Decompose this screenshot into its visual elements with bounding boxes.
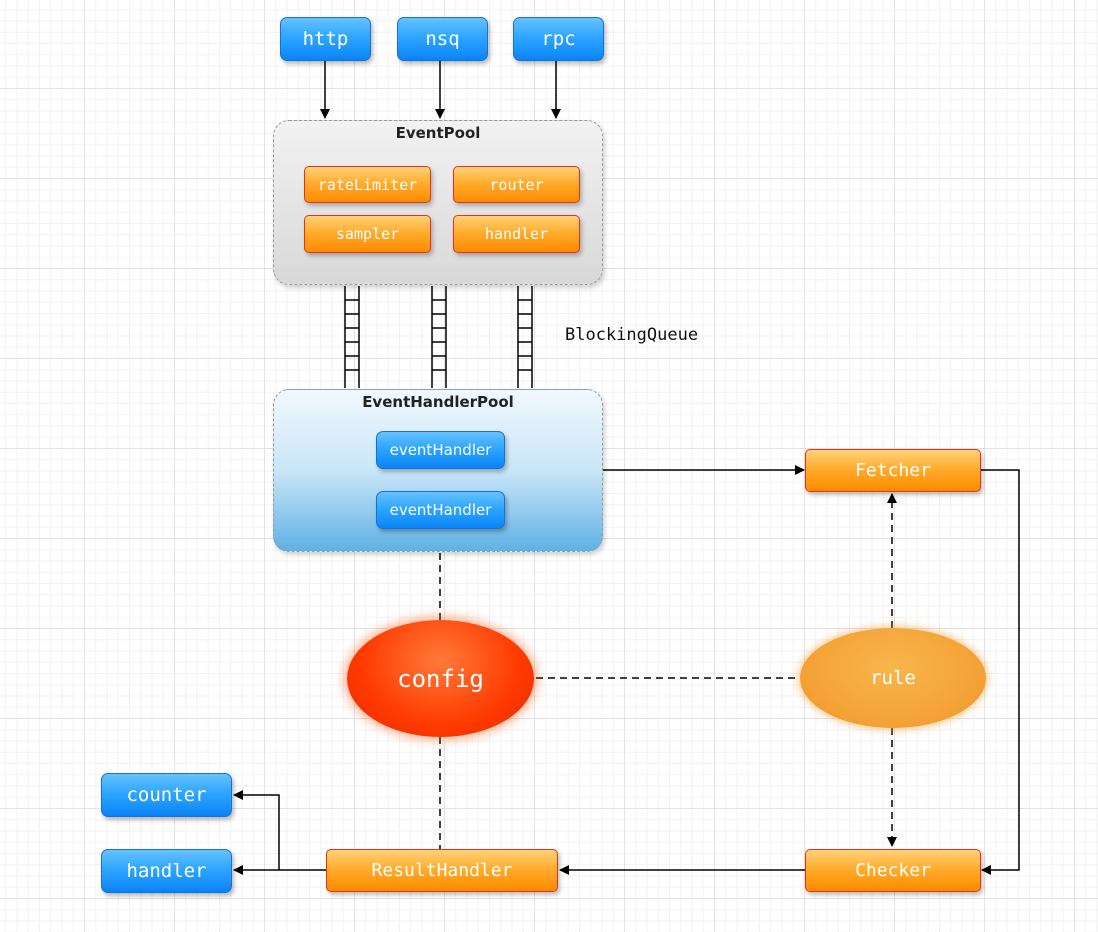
- router-component: router: [453, 166, 580, 203]
- handler-output: handler: [101, 849, 232, 893]
- blocking-queue-label: BlockingQueue: [565, 325, 699, 345]
- config-node: config: [347, 620, 534, 737]
- event-handler-pool-title: EventHandlerPool: [362, 393, 514, 411]
- counter-output: counter: [101, 773, 232, 817]
- event-pool-title: EventPool: [395, 124, 481, 142]
- sampler-component: sampler: [304, 215, 431, 253]
- checker-box: Checker: [805, 849, 981, 892]
- blocking-queue-ladder: [431, 286, 447, 388]
- ratelimiter-component: rateLimiter: [304, 166, 431, 203]
- fetcher-to-checker-arrow: [981, 469, 1020, 875]
- rpc-source: rpc: [513, 17, 604, 61]
- event-handler-box: eventHandler: [376, 431, 505, 469]
- event-handler-box: eventHandler: [376, 491, 505, 529]
- result-handler-box: ResultHandler: [326, 849, 558, 892]
- nsq-source: nsq: [397, 17, 488, 61]
- http-source: http: [280, 17, 371, 61]
- handler-component: handler: [453, 215, 580, 253]
- blocking-queue-ladder: [344, 286, 360, 388]
- blocking-queue-ladder: [517, 286, 533, 388]
- fetcher-box: Fetcher: [805, 449, 981, 492]
- resulthandler-to-counter-arrow: [233, 790, 280, 870]
- event-handler-pool: EventHandlerPool: [273, 389, 603, 552]
- rule-node: rule: [800, 628, 986, 728]
